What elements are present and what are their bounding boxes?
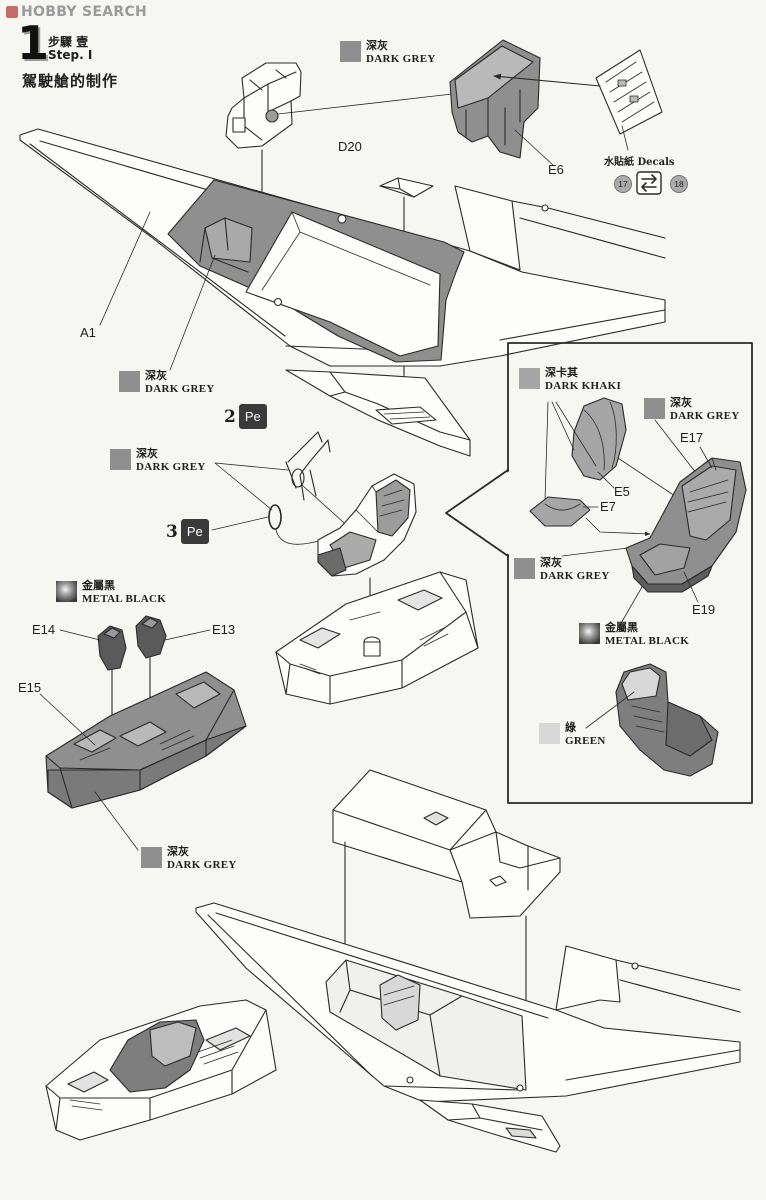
color-swatch [141,847,162,868]
watermark-text: HOBBY SEARCH [21,4,148,20]
color-name-cn: 深灰 [145,369,167,382]
photo-etch-badge: Pe [238,404,267,429]
instrument-panel-part-e6 [449,39,554,166]
color-swatch [644,398,665,419]
ejection-seat-part-e17-e19 [625,446,747,603]
part-label-e13: E13 [212,622,236,637]
decal-number-from: 17 [614,175,632,193]
seat-cushion-part-e5 [571,397,627,489]
seat-green-detail [585,663,719,777]
color-name-en: DARK GREY [167,858,237,871]
part-label-a1: A1 [80,325,96,340]
part-label-e17: E17 [680,430,704,445]
decals-label-en: Decals [637,157,675,168]
color-name-cn: 深灰 [136,447,158,460]
color-swatch [340,41,361,62]
color-name-cn: 深灰 [167,845,189,858]
part-label-d20: D20 [338,139,362,154]
part-label-e19: E19 [692,602,716,617]
color-name-en: DARK GREY [136,460,206,473]
color-name-cn: 綠 [565,721,576,734]
photo-etch-step-number: 3 [166,521,178,542]
color-name-en: DARK GREY [145,382,215,395]
photo-etch-ref-3: 3 Pe [166,519,209,544]
color-name-en: DARK GREY [540,569,610,582]
photo-etch-badge: Pe [180,519,209,544]
color-name-cn: 深灰 [366,39,388,52]
hobby-search-watermark: HOBBY SEARCH [6,4,147,20]
part-label-e15: E15 [18,680,42,695]
step-label-cn: 步驟 壹 [48,35,89,49]
lower-fuselage-part [285,369,471,457]
attachment-point-marker [265,109,279,123]
cockpit-tub-middle [275,571,479,705]
color-swatch [519,368,540,389]
fuselage-assembly [195,902,741,1103]
part-label-e6: E6 [548,162,564,177]
step-number: 1 [17,16,50,70]
step-title: 駕駛艙的制作 [22,72,119,90]
color-name-en: DARK KHAKI [545,379,622,392]
color-name-cn: 金屬黑 [605,621,638,634]
decals-label-cn: 水貼紙 [604,157,634,168]
photo-etch-step-number: 2 [224,406,236,427]
color-swatch [579,623,600,644]
inset-leader-lines [544,401,701,626]
part-label-e7: E7 [600,499,616,514]
step-label-en: Step. I [48,48,93,62]
color-name-en: METAL BLACK [82,592,167,605]
part-e14 [59,625,127,731]
color-name-cn: 深灰 [540,556,562,569]
photo-etch-seat-belts [214,431,353,531]
lower-fuselage-part-bottom [419,1099,561,1153]
color-swatch [514,558,535,579]
color-name-en: DARK GREY [670,409,740,422]
color-swatch [119,371,140,392]
color-swatch [56,581,77,602]
photo-etch-ring [211,504,323,545]
seat-detail-inset [445,342,753,804]
part-label-e14: E14 [32,622,56,637]
seat-cushion-part-e7 [529,496,599,527]
rear-bulkhead-part [225,62,302,149]
color-swatch [539,723,560,744]
swap-icon [636,171,662,195]
color-name-cn: 深灰 [670,396,692,409]
color-name-en: METAL BLACK [605,634,690,647]
color-name-en: GREEN [565,734,606,747]
fuselage-part-a1 [19,128,666,371]
hobby-search-logo-icon [6,6,18,18]
cockpit-tub-part-e15 [39,671,247,851]
photo-etch-ref-2: 2 Pe [224,404,267,429]
ejection-seat-assembly [317,473,417,641]
completed-cockpit-tub [45,999,277,1141]
part-label-e5: E5 [614,484,630,499]
decal-sheet [493,49,663,151]
color-name-cn: 金屬黑 [82,579,115,592]
color-swatch [110,449,131,470]
decal-number-to: 18 [670,175,688,193]
color-name-cn: 深卡其 [545,366,578,379]
color-name-en: DARK GREY [366,52,436,65]
decals-label: 水貼紙 Decals [604,153,675,168]
